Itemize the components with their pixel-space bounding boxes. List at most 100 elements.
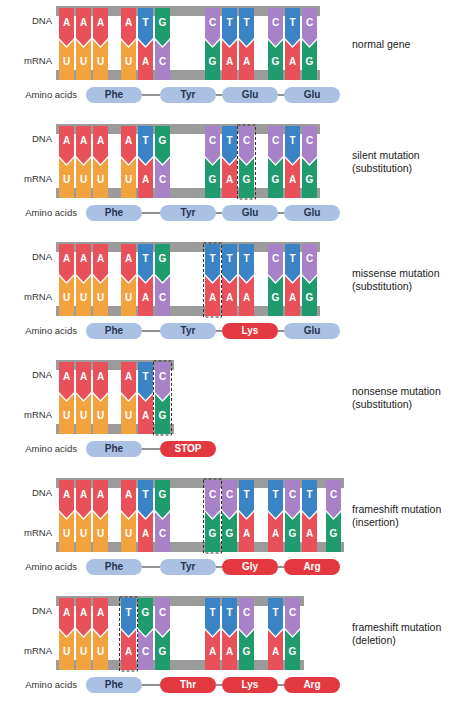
mrna-base-tile: A [138,394,153,434]
notched-tile [155,158,170,198]
notched-tile [138,512,153,552]
chevron-tile [121,8,136,46]
chevron-tile [76,244,91,282]
node-text: C [155,292,170,304]
amino-acid-pill: Phe [86,323,142,339]
mutation-highlight [204,479,222,553]
mrna-base-tile: U [59,276,74,316]
mrna-base-tile: U [121,40,136,80]
node-text: G [155,17,170,29]
mrna-base-tile: G [239,158,254,198]
node-text: Phe [86,323,142,339]
amino-acid-pill: Phe [86,441,142,457]
chevron-tile [138,362,153,400]
notched-tile [205,40,220,80]
notched-tile [76,40,91,80]
row-label: Amino acids [0,325,77,337]
row-label: DNA [0,251,52,263]
peptide-bond-line [142,94,160,96]
node-text: U [59,56,74,68]
notched-tile [222,40,237,80]
dna-base-tile: T [205,244,220,282]
row-label: mRNA [0,55,52,67]
notched-tile [205,158,220,198]
node-text: C [239,135,254,147]
mutation-caption: nonsense mutation (substitution) [352,385,458,411]
amino-acid-pill: Tyr [160,87,216,103]
mrna-base-tile: U [121,394,136,434]
dna-base-tile: C [268,244,283,282]
dna-base-tile: C [302,244,317,282]
chevron-tile [239,480,254,518]
notched-tile [93,158,108,198]
chevron-tile [222,480,237,518]
mrna-base-tile: A [268,512,283,552]
mutation-highlight [154,361,172,435]
amino-acid-pill: Glu [284,323,340,339]
row-label: mRNA [0,645,52,657]
chevron-tile [155,8,170,46]
node-text: Arg [284,559,340,575]
notched-tile [222,512,237,552]
amino-acid-pill: Tyr [160,205,216,221]
amino-acid-pill: Tyr [160,323,216,339]
peptide-bond-line [278,330,284,332]
node-text: U [59,646,74,658]
node-text: U [59,410,74,422]
node-text: G [268,174,283,186]
mrna-base-tile: A [138,512,153,552]
amino-acid-pill: Phe [86,205,142,221]
node-text: Phe [86,559,142,575]
node-text: A [93,489,108,501]
node-text: G [268,292,283,304]
mrna-base-tile: G [302,158,317,198]
notched-tile [155,40,170,80]
changed-amino-acid: Lys [222,677,278,693]
mrna-base-tile: G [302,40,317,80]
peptide-bond-line [278,94,284,96]
notched-tile [59,158,74,198]
node-text: C [285,607,300,619]
node-text: Tyr [160,87,216,103]
peptide-bond-line [216,330,222,332]
row-label: DNA [0,369,52,381]
mrna-base-tile: A [138,158,153,198]
node-text: A [59,253,74,265]
notched-tile [239,276,254,316]
mrna-base-tile: U [121,158,136,198]
mrna-base-tile: A [285,158,300,198]
mrna-base-tile: G [268,276,283,316]
amino-acid-pill: Phe [86,677,142,693]
dna-base-tile: T [222,244,237,282]
node-text: U [93,292,108,304]
peptide-bond-line [216,94,222,96]
dna-base-tile: A [59,480,74,518]
node-text: A [121,135,136,147]
mrna-base-tile: U [76,40,91,80]
notched-tile [76,512,91,552]
row-label: DNA [0,487,52,499]
notched-tile [285,158,300,198]
node-text: C [138,646,153,658]
mrna-base-tile: G [239,630,254,670]
row-label: Amino acids [0,561,77,573]
notched-tile [59,276,74,316]
chevron-tile [59,244,74,282]
connector-group [142,95,284,685]
mutation-highlight [120,597,138,671]
mrna-base-tile: G [205,512,220,552]
node-text: C [205,489,220,501]
node-text: Glu [222,87,278,103]
node-text: A [59,17,74,29]
node-text: A [59,489,74,501]
node-text: A [138,174,153,186]
dna-base-tile: C [285,480,300,518]
chevron-tile [121,244,136,282]
chevron-tile [93,8,108,46]
mrna-base-tile: A [239,40,254,80]
chevron-tile [302,8,317,46]
mrna-base-tile: U [93,158,108,198]
chevron-tile [302,126,317,164]
mutation-caption-box: nonsense mutation (substitution) [352,378,458,418]
